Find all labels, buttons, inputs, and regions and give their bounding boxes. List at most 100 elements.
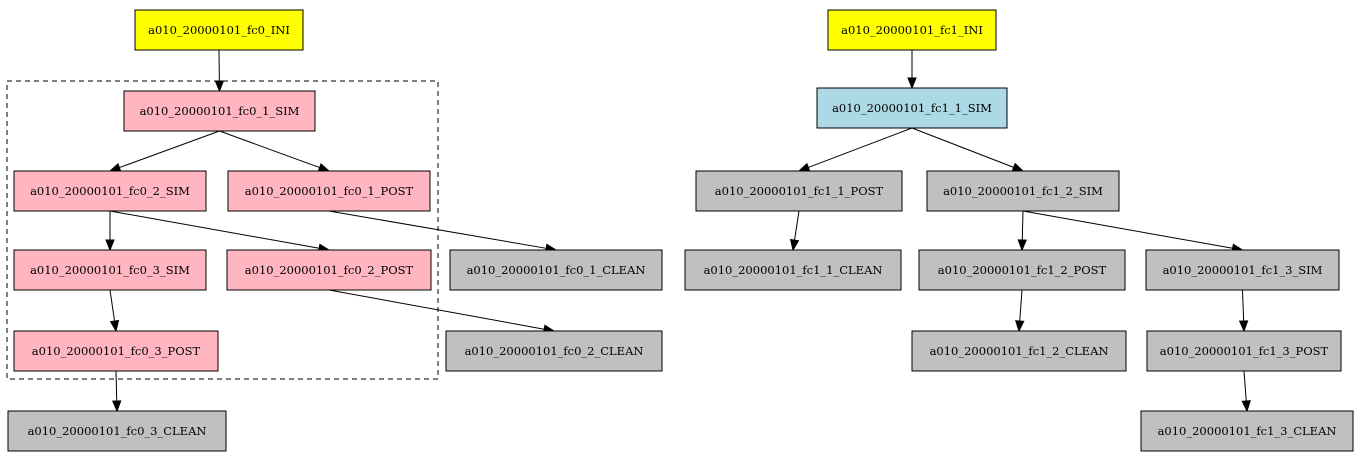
task-node-box[interactable] [684,249,902,291]
edge-line [115,370,118,402]
task-node-box[interactable] [445,330,663,372]
task-node-fc1-1-post[interactable]: a010_20000101_fc1_1_POST [695,170,903,212]
task-node-fc0-3-post[interactable]: a010_20000101_fc0_3_POST [13,330,219,372]
task-node-box[interactable] [926,170,1120,212]
task-node-fc0-ini[interactable]: a010_20000101_fc0_INI [134,9,304,51]
edge-fc1_3_post-to-fc1_3_clean [1241,370,1251,413]
task-node-box[interactable] [13,330,219,372]
edge-line [328,289,545,330]
edge-fc1_1_sim-to-fc1_2_sim [911,127,1025,172]
task-node-label: a010_20000101_fc1_1_SIM [832,101,992,115]
arrow-head-icon [789,238,800,252]
arrow-head-icon [1017,239,1028,252]
task-node-box[interactable] [13,170,207,212]
task-node-box[interactable] [911,330,1127,372]
edge-fc0_1_sim-to-fc0_2_sim [108,130,220,172]
task-node-box[interactable] [7,410,227,452]
task-node-box[interactable] [827,9,997,51]
edge-fc0_2_sim-to-fc0_3_sim [105,211,115,252]
task-node-label: a010_20000101_fc1_3_SIM [1163,263,1323,277]
arrow-head-icon [1238,320,1249,333]
task-node-box[interactable] [1140,410,1354,452]
task-node-label: a010_20000101_fc0_1_CLEAN [467,263,646,277]
task-node-fc0-1-clean[interactable]: a010_20000101_fc0_1_CLEAN [449,249,663,291]
task-node-fc0-3-sim[interactable]: a010_20000101_fc0_3_SIM [13,249,207,291]
task-node-box[interactable] [227,170,431,212]
edge-line [794,210,800,241]
edge-line [1242,289,1245,322]
edge-fc1_3_sim-to-fc1_3_post [1238,289,1249,333]
task-node-label: a010_20000101_fc0_2_CLEAN [465,344,644,358]
task-node-box[interactable] [13,249,207,291]
task-node-label: a010_20000101_fc1_3_POST [1160,344,1329,358]
task-node-fc1-2-clean[interactable]: a010_20000101_fc1_2_CLEAN [911,330,1127,372]
edge-fc0_ini-to-fc0_1_sim [214,49,225,93]
edge-line [1021,210,1024,241]
task-node-label: a010_20000101_fc0_1_POST [245,184,414,198]
arrow-head-icon [317,162,331,172]
node-layer: a010_20000101_fc0_INI a010_20000101_fc0_1… [7,9,1354,452]
task-node-box[interactable] [918,249,1126,291]
task-node-label: a010_20000101_fc1_2_SIM [943,184,1103,198]
task-node-fc0-2-post[interactable]: a010_20000101_fc0_2_POST [226,249,432,291]
edge-fc0_2_sim-to-fc0_2_post [109,210,331,253]
task-node-fc0-2-sim[interactable]: a010_20000101_fc0_2_SIM [13,170,207,212]
task-node-box[interactable] [695,170,903,212]
edge-line [1022,210,1233,249]
edge-fc0_1_post-to-fc0_1_clean [328,210,558,253]
arrow-head-icon [112,400,122,413]
task-node-box[interactable] [816,87,1008,129]
task-node-label: a010_20000101_fc0_3_CLEAN [28,424,207,438]
edge-fc0_2_post-to-fc0_2_clean [328,289,556,334]
arrow-head-icon [109,319,120,333]
edge-fc1_2_sim-to-fc1_2_post [1017,210,1028,252]
arrow-head-icon [1011,162,1025,172]
task-node-fc0-2-clean[interactable]: a010_20000101_fc0_2_CLEAN [445,330,663,372]
task-node-box[interactable] [1145,249,1340,291]
edge-fc1_2_post-to-fc1_2_clean [1015,289,1025,333]
arrow-head-icon [797,162,811,172]
task-node-label: a010_20000101_fc1_3_CLEAN [1158,424,1337,438]
task-node-label: a010_20000101_fc1_2_CLEAN [930,344,1109,358]
edge-fc1_1_sim-to-fc1_1_post [797,127,913,172]
edge-fc0_3_post-to-fc0_3_clean [112,370,122,413]
task-node-label: a010_20000101_fc0_2_SIM [30,184,190,198]
task-node-box[interactable] [449,249,663,291]
task-node-fc1-ini[interactable]: a010_20000101_fc1_INI [827,9,997,51]
edge-line [1019,289,1023,322]
task-node-label: a010_20000101_fc0_INI [148,23,290,37]
edge-line [808,127,913,168]
task-node-fc1-2-post[interactable]: a010_20000101_fc1_2_POST [918,249,1126,291]
task-node-fc1-3-clean[interactable]: a010_20000101_fc1_3_CLEAN [1140,410,1354,452]
task-node-fc0-1-post[interactable]: a010_20000101_fc0_1_POST [227,170,431,212]
task-node-label: a010_20000101_fc1_2_POST [938,263,1107,277]
edge-fc0_1_sim-to-fc0_1_post [219,130,331,172]
edge-line [119,130,220,169]
task-node-fc1-2-sim[interactable]: a010_20000101_fc1_2_SIM [926,170,1120,212]
task-node-fc0-1-sim[interactable]: a010_20000101_fc0_1_SIM [123,90,316,132]
task-node-box[interactable] [134,9,304,51]
arrow-head-icon [907,77,917,90]
edge-line [911,127,1014,168]
edge-line [1243,370,1247,402]
arrow-head-icon [105,239,115,252]
arrow-head-icon [1241,400,1251,413]
task-node-fc1-1-clean[interactable]: a010_20000101_fc1_1_CLEAN [684,249,902,291]
edge-fc0_3_sim-to-fc0_3_post [109,289,120,333]
task-node-label: a010_20000101_fc1_1_POST [715,184,884,198]
task-node-box[interactable] [123,90,316,132]
edge-line [219,130,320,169]
task-node-fc1-3-sim[interactable]: a010_20000101_fc1_3_SIM [1145,249,1340,291]
arrow-head-icon [108,162,122,172]
task-node-fc0-3-clean[interactable]: a010_20000101_fc0_3_CLEAN [7,410,227,452]
task-node-label: a010_20000101_fc1_1_CLEAN [704,263,883,277]
task-node-box[interactable] [226,249,432,291]
edge-fc1_1_post-to-fc1_1_clean [789,210,800,252]
edge-line [109,210,320,249]
task-node-box[interactable] [1146,330,1342,372]
task-node-label: a010_20000101_fc0_1_SIM [140,104,300,118]
task-node-fc1-3-post[interactable]: a010_20000101_fc1_3_POST [1146,330,1342,372]
task-node-fc1-1-sim[interactable]: a010_20000101_fc1_1_SIM [816,87,1008,129]
edge-layer [105,49,1251,413]
